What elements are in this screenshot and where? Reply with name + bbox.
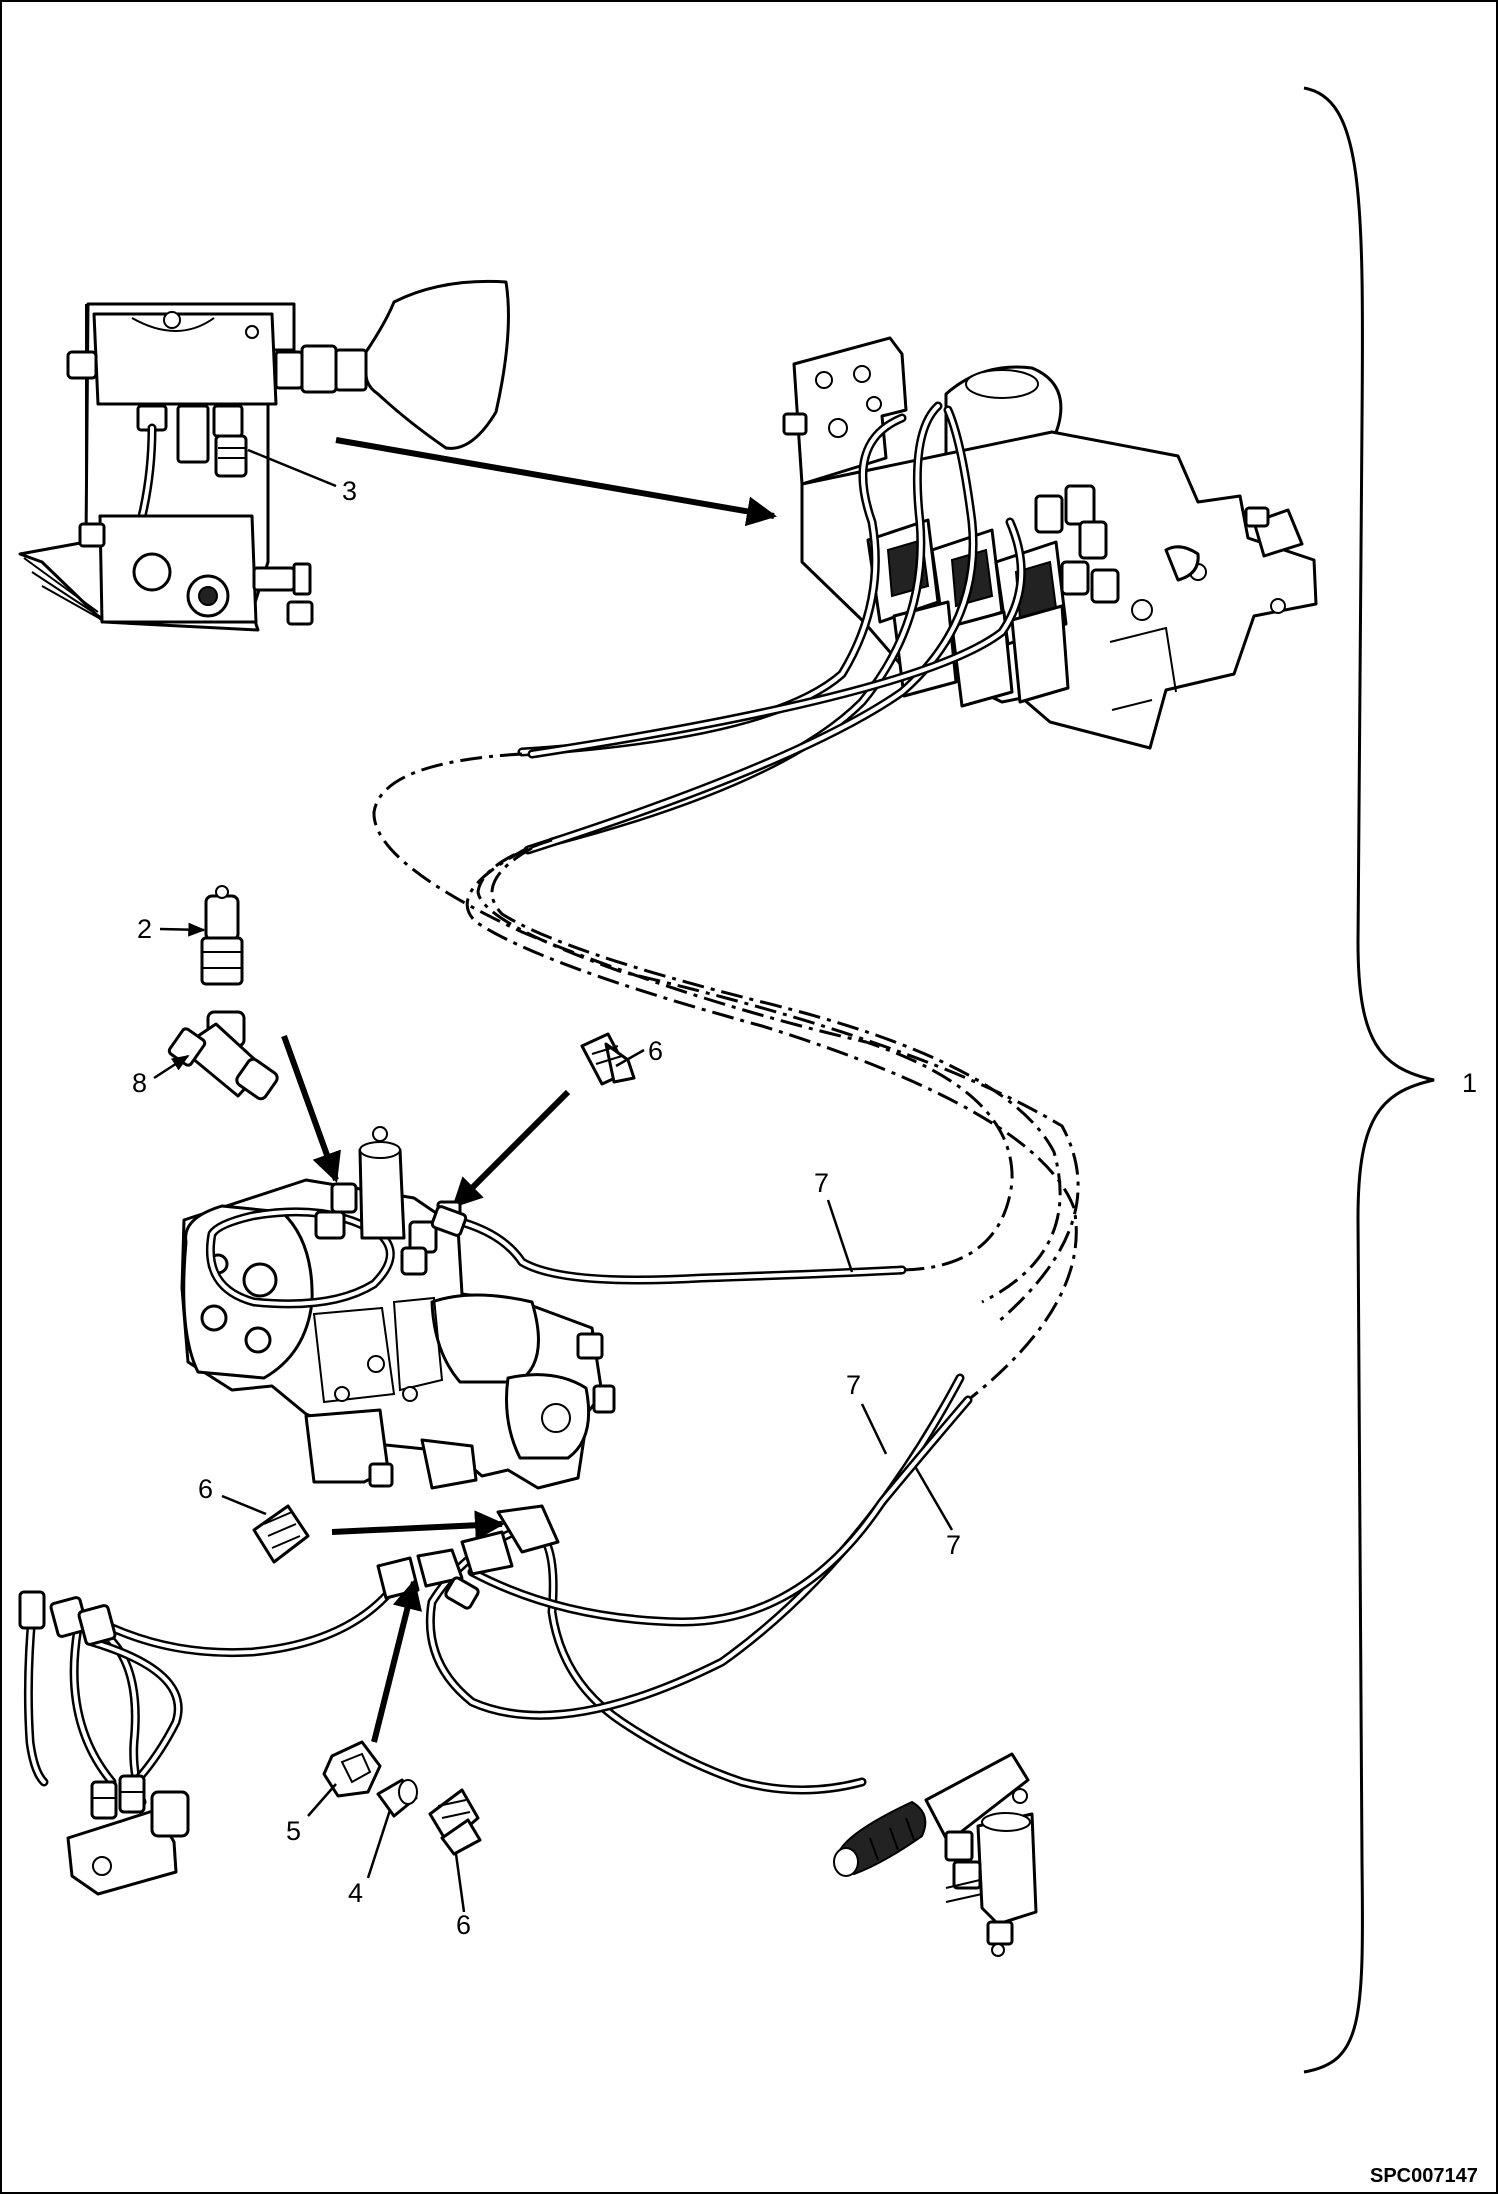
callout-4: 4 (348, 1878, 363, 1908)
hose-7-upper (430, 1205, 907, 1285)
callout-3: 3 (342, 476, 357, 506)
pointer-arrow-top (335, 437, 777, 527)
callout-2: 2 (137, 914, 152, 944)
top-left-valve-block (18, 279, 510, 632)
callout-6-upper: 6 (648, 1036, 663, 1066)
fitting-2 (200, 885, 244, 986)
adapter-6-left (252, 1504, 310, 1564)
bottom-left-assembly (18, 1590, 190, 1896)
main-valve-assembly (180, 1126, 616, 1490)
callout-6-bottom: 6 (456, 1910, 471, 1940)
reference-code: SPC007147 (1370, 2165, 1478, 2187)
callout-6-left: 6 (198, 1474, 213, 1504)
tee-connector-8 (167, 1010, 279, 1101)
callout-7-lower-a: 7 (846, 1370, 861, 1400)
adapter-6-bottom (428, 1788, 482, 1856)
bottom-right-control-valve (833, 1752, 1038, 1957)
callout-1: 1 (1462, 1068, 1477, 1098)
pointer-arrow-left-adapter (331, 1510, 505, 1541)
callout-7-upper: 7 (814, 1168, 829, 1198)
callout-8: 8 (132, 1068, 147, 1098)
nut-5 (322, 1740, 382, 1798)
union-4 (376, 1778, 418, 1818)
callout-7-lower-b: 7 (946, 1530, 961, 1560)
pointer-arrow-fitting (281, 1034, 341, 1183)
callout-5: 5 (286, 1816, 301, 1846)
assembly-brace (1303, 86, 1435, 2074)
pointer-arrow-junction (371, 1579, 423, 1743)
pointer-arrow-adapter (451, 1089, 571, 1209)
hoses-from-top-manifold (372, 401, 1080, 1402)
